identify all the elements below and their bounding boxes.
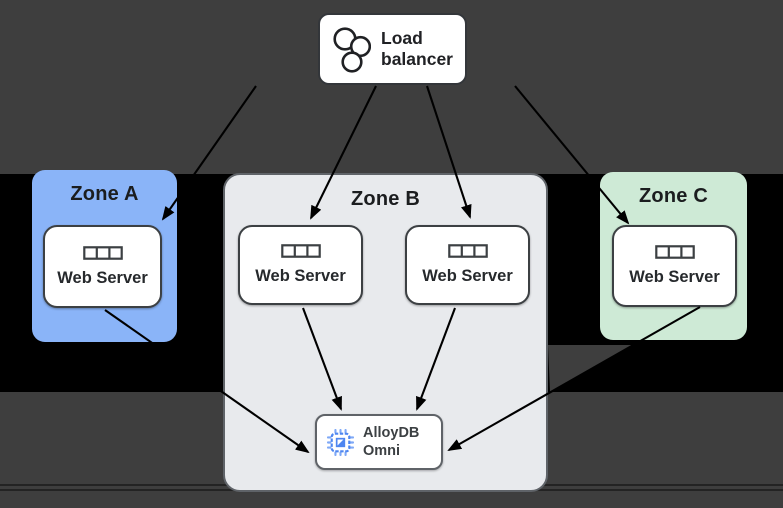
web-server-label: Web Server	[422, 267, 513, 285]
web-server-label: Web Server	[629, 268, 720, 286]
zone-a-label: Zone A	[70, 183, 139, 205]
zone-c-web-server-node: Web Server	[612, 225, 737, 307]
web-server-label: Web Server	[57, 268, 148, 287]
load-balancer-label: Load balancer	[381, 27, 453, 69]
chip-icon	[327, 428, 354, 456]
server-rack-icon	[654, 245, 695, 259]
alloydb-omni-node: AlloyDB Omni	[315, 414, 443, 470]
load-balancer-circles-icon	[333, 26, 371, 73]
web-server-label: Web Server	[255, 267, 346, 285]
alloydb-label-line1: AlloyDB	[363, 424, 420, 441]
alloydb-label-line2: Omni	[363, 443, 401, 459]
zone-b-web-server-2-node: Web Server	[405, 225, 530, 305]
server-rack-icon	[82, 245, 123, 260]
zone-c-label: Zone C	[639, 185, 708, 207]
server-rack-icon	[447, 244, 488, 258]
zone-a-web-server-node: Web Server	[43, 225, 162, 308]
zone-b-web-server-1-node: Web Server	[238, 225, 363, 305]
server-rack-icon	[280, 244, 321, 258]
zone-b-label: Zone B	[351, 188, 420, 210]
load-balancer-node: Load balancer	[318, 13, 467, 85]
alloydb-omni-label: AlloyDB Omni	[363, 424, 419, 460]
